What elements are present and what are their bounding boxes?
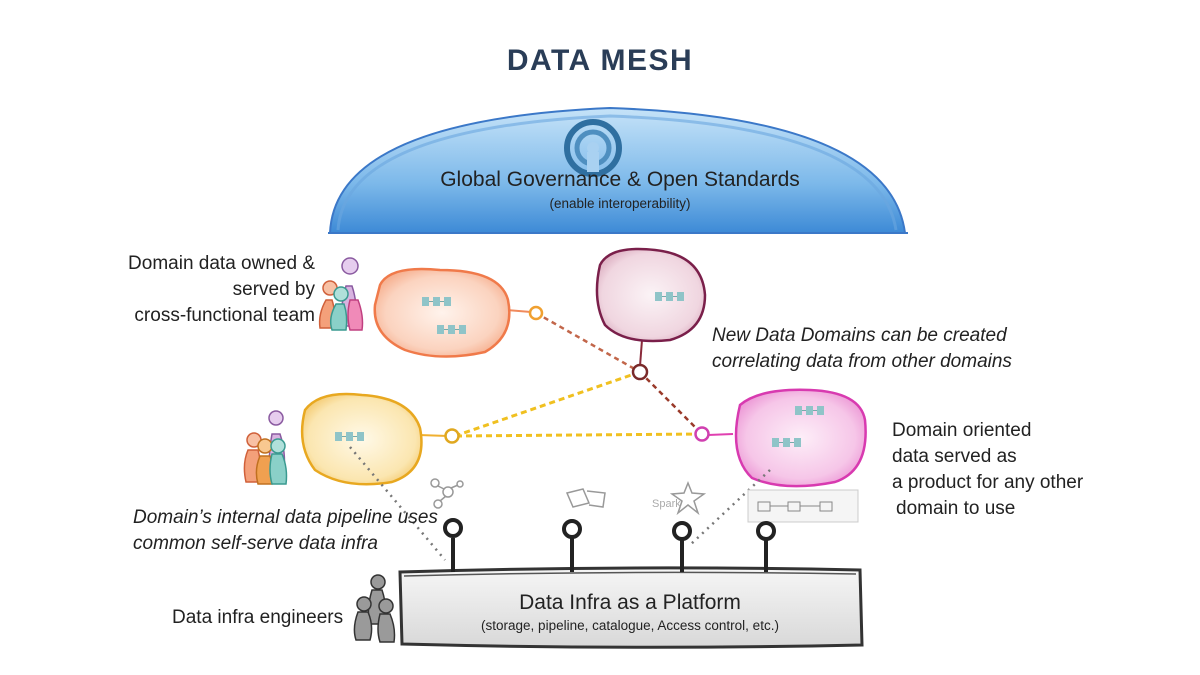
domain-blob-yellow: [300, 392, 423, 486]
data-pipeline-icon: [437, 325, 466, 334]
data-pipeline-icon: [422, 297, 451, 306]
team-people-icon: [318, 257, 364, 331]
domain-blob-orange: [373, 267, 511, 358]
annotation-infra-engineers: Data infra engineers: [172, 607, 344, 628]
page-title: DATA MESH: [506, 44, 694, 77]
domain-blob-pink: [734, 388, 867, 488]
data-pipeline-icon: [772, 438, 801, 447]
platform-port-icon: [756, 521, 776, 572]
domain-links: [418, 305, 734, 444]
data-pipeline-icon: [655, 292, 684, 301]
platform-links: [349, 446, 771, 561]
spark-star-icon: [669, 480, 707, 516]
platform-port-icon: [443, 518, 463, 572]
platform-subtitle: (storage, pipeline, catalogue, Access co…: [481, 618, 779, 633]
governance-dome: [328, 106, 908, 234]
annotation-domain-oriented: Domain oriented data served as a product…: [892, 420, 1084, 519]
annotation-new-domains: New Data Domains can be created correlat…: [712, 325, 1012, 372]
domain-blob-purple: [595, 247, 707, 343]
data-pipeline-icon: [795, 406, 824, 415]
team-people-icon: [243, 410, 288, 485]
spark-label: Spark: [652, 498, 681, 510]
flow-chart-tool-icon: [747, 489, 859, 523]
graph-tool-icon: [430, 478, 464, 509]
platform-port-icon: [672, 521, 692, 572]
laptops-tool-icon: [565, 488, 606, 508]
platform-box: [398, 566, 864, 649]
governance-title: Global Governance & Open Standards: [440, 168, 800, 191]
annotation-domain-owned: Domain data owned & served by cross-func…: [128, 253, 315, 326]
annotation-pipeline: Domain’s internal data pipeline uses com…: [133, 507, 438, 554]
governance-subtitle: (enable interoperability): [549, 196, 691, 211]
platform-port-icon: [562, 519, 582, 572]
governance-swirl-icon: [564, 119, 622, 177]
platform-title: Data Infra as a Platform: [519, 591, 741, 614]
engineers-people-icon: [353, 574, 396, 643]
data-pipeline-icon: [335, 432, 364, 441]
